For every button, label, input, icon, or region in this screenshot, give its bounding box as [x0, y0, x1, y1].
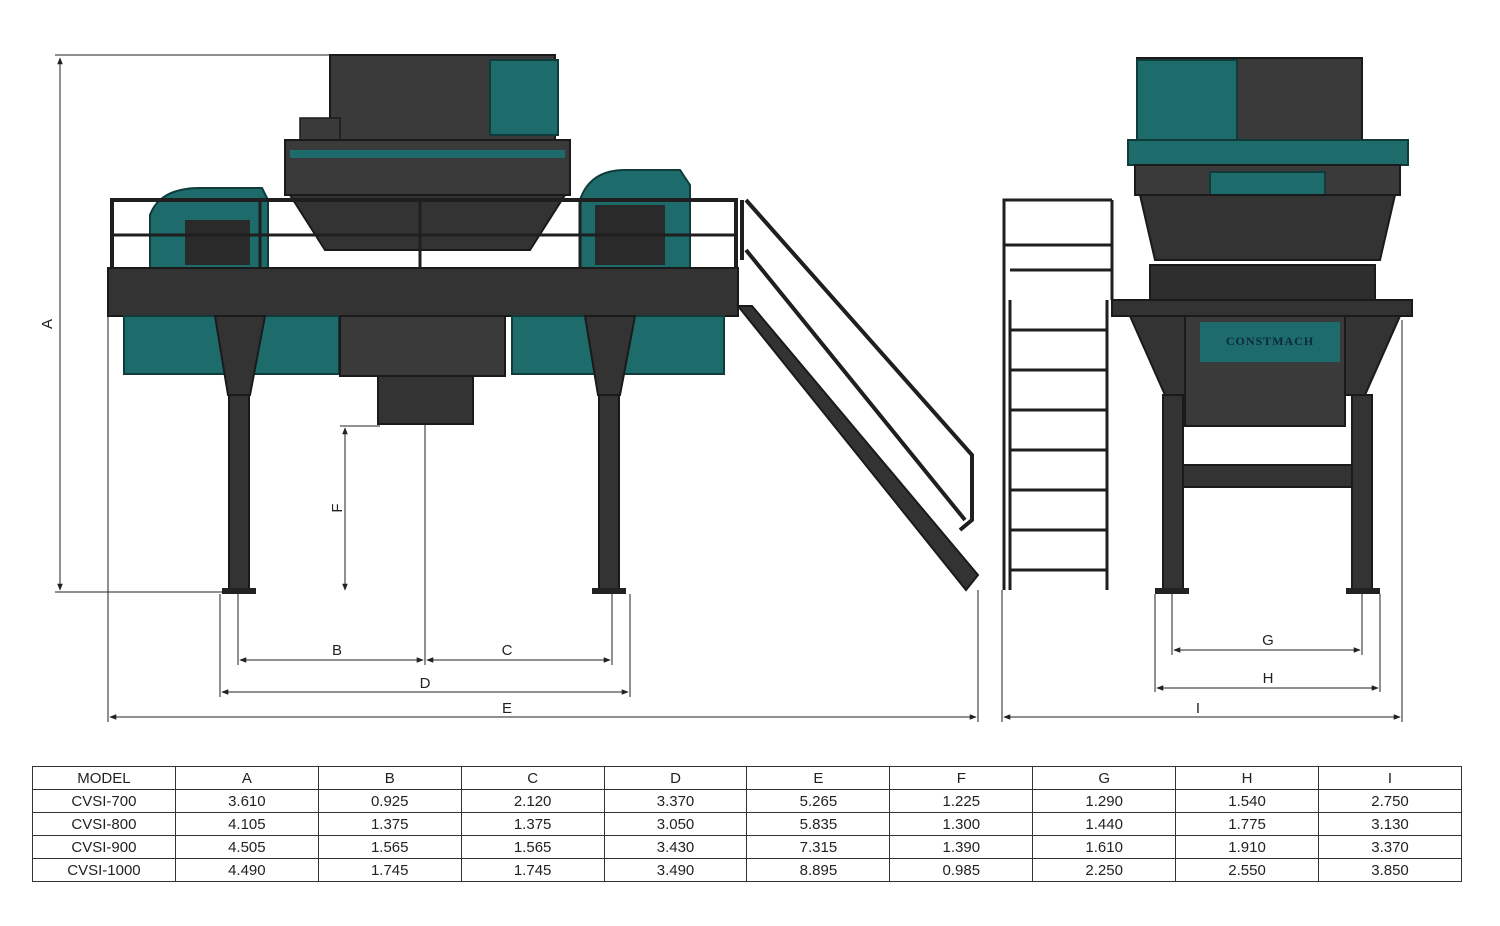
crusher-body	[284, 139, 571, 196]
table-cell: 1.565	[317, 835, 462, 859]
motor-right	[579, 169, 691, 271]
table-cell: 4.105	[174, 812, 319, 836]
table-cell: 1.775	[1175, 812, 1320, 836]
table-cell: 3.490	[603, 858, 748, 882]
support-legs-front	[1155, 394, 1380, 594]
table-cell: CVSI-800	[32, 812, 176, 836]
table-cell: 3.610	[174, 789, 319, 813]
table-cell: 8.895	[746, 858, 891, 882]
support-legs-side	[213, 315, 637, 594]
dim-label-d: D	[420, 675, 431, 692]
table-cell: 2.120	[460, 789, 605, 813]
table-cell: 1.565	[460, 835, 605, 859]
table-cell: 4.490	[174, 858, 319, 882]
table-row: CVSI-1000 4.490 1.745 1.745 3.490 8.895 …	[32, 858, 1462, 882]
ladder-front	[1002, 198, 1114, 590]
table-cell: CVSI-700	[32, 789, 176, 813]
table-cell: 1.910	[1175, 835, 1320, 859]
table-cell: 1.540	[1175, 789, 1320, 813]
side-view: A F B C D E	[39, 54, 980, 722]
table-cell: 2.550	[1175, 858, 1320, 882]
table-cell: 1.375	[317, 812, 462, 836]
table-cell: 1.390	[889, 835, 1034, 859]
table-cell: 1.610	[1032, 835, 1177, 859]
header-cell: A	[174, 766, 319, 790]
table-cell: 5.265	[746, 789, 891, 813]
table-row: CVSI-900 4.505 1.565 1.565 3.430 7.315 1…	[32, 835, 1462, 859]
header-cell: D	[603, 766, 748, 790]
table-cell: 1.745	[460, 858, 605, 882]
table-row: CVSI-700 3.610 0.925 2.120 3.370 5.265 1…	[32, 789, 1462, 813]
table-cell: 3.050	[603, 812, 748, 836]
handrail-side	[110, 198, 738, 268]
header-cell: I	[1318, 766, 1462, 790]
table-cell: 3.370	[1318, 835, 1462, 859]
table-cell: 0.925	[317, 789, 462, 813]
header-cell: G	[1032, 766, 1177, 790]
dim-label-b: B	[332, 642, 342, 659]
discharge-chute	[339, 315, 506, 377]
dim-label-g: G	[1262, 632, 1274, 649]
table-header-row: MODEL A B C D E F G H I	[32, 766, 1462, 790]
table-cell: CVSI-1000	[32, 858, 176, 882]
table-cell: 4.505	[174, 835, 319, 859]
drive-guard-left	[1136, 59, 1238, 141]
header-cell: C	[460, 766, 605, 790]
table-row: CVSI-800 4.105 1.375 1.375 3.050 5.835 1…	[32, 812, 1462, 836]
table-cell: 3.370	[603, 789, 748, 813]
drive-guard-right	[489, 59, 559, 136]
table-cell: 2.250	[1032, 858, 1177, 882]
table-cell: 1.225	[889, 789, 1034, 813]
table-cell: 1.745	[317, 858, 462, 882]
table-cell: 1.440	[1032, 812, 1177, 836]
table-cell: 1.375	[460, 812, 605, 836]
header-cell: F	[889, 766, 1034, 790]
table-cell: 3.130	[1318, 812, 1462, 836]
header-cell: B	[317, 766, 462, 790]
table-cell: CVSI-900	[32, 835, 176, 859]
table-cell: 3.430	[603, 835, 748, 859]
header-cell: H	[1175, 766, 1320, 790]
brand-logo-lower: CONSTMACH	[1226, 334, 1314, 348]
technical-drawing: A F B C D E CONSTMACH	[39, 54, 1413, 722]
dim-label-e: E	[502, 700, 512, 717]
header-cell: MODEL	[32, 766, 176, 790]
table-cell: 5.835	[746, 812, 891, 836]
table-cell: 1.290	[1032, 789, 1177, 813]
front-view: CONSTMACH CONSTMACH	[1001, 57, 1413, 722]
table-cell: 7.315	[746, 835, 891, 859]
dim-label-a: A	[39, 319, 56, 329]
table-cell: 3.850	[1318, 858, 1462, 882]
dim-label-f: F	[329, 503, 346, 512]
dim-label-i: I	[1196, 700, 1200, 717]
table-cell: 1.300	[889, 812, 1034, 836]
platform-deck	[107, 267, 739, 317]
stairs-side	[735, 198, 980, 592]
header-cell: E	[746, 766, 891, 790]
motor-left	[149, 187, 269, 271]
dimensions-table: MODEL A B C D E F G H I CVSI-700 3.610 0…	[32, 766, 1462, 882]
dim-label-h: H	[1263, 670, 1274, 687]
front-platform	[1111, 299, 1413, 317]
dim-label-c: C	[502, 642, 513, 659]
table-cell: 0.985	[889, 858, 1034, 882]
table-cell: 2.750	[1318, 789, 1462, 813]
